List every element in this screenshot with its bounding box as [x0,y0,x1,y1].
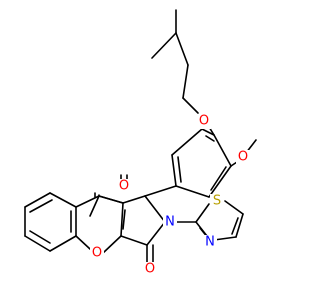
benzo-ring [24,192,77,252]
oxygen-ring-label: O [92,246,102,261]
canvas-background [0,0,300,300]
sulfur-thiazole-label: S [213,194,221,209]
oxygen-ether-label: O [199,114,209,129]
core-bonds [75,174,177,265]
nitrogen-thiazole-label: N [205,235,215,250]
nitrogen-lactam-label: N [165,215,175,230]
isopentyl-chain [151,9,199,114]
atom-labels: O O O O O N N S [90,114,250,277]
oxygen-ketone-label: O [119,179,129,194]
oxygen-methoxy-label: O [238,150,248,165]
phenyl-ring [171,128,232,198]
oxygen-imide-label: O [145,262,155,277]
molecule-structure: O O O O O N N S [0,0,300,300]
